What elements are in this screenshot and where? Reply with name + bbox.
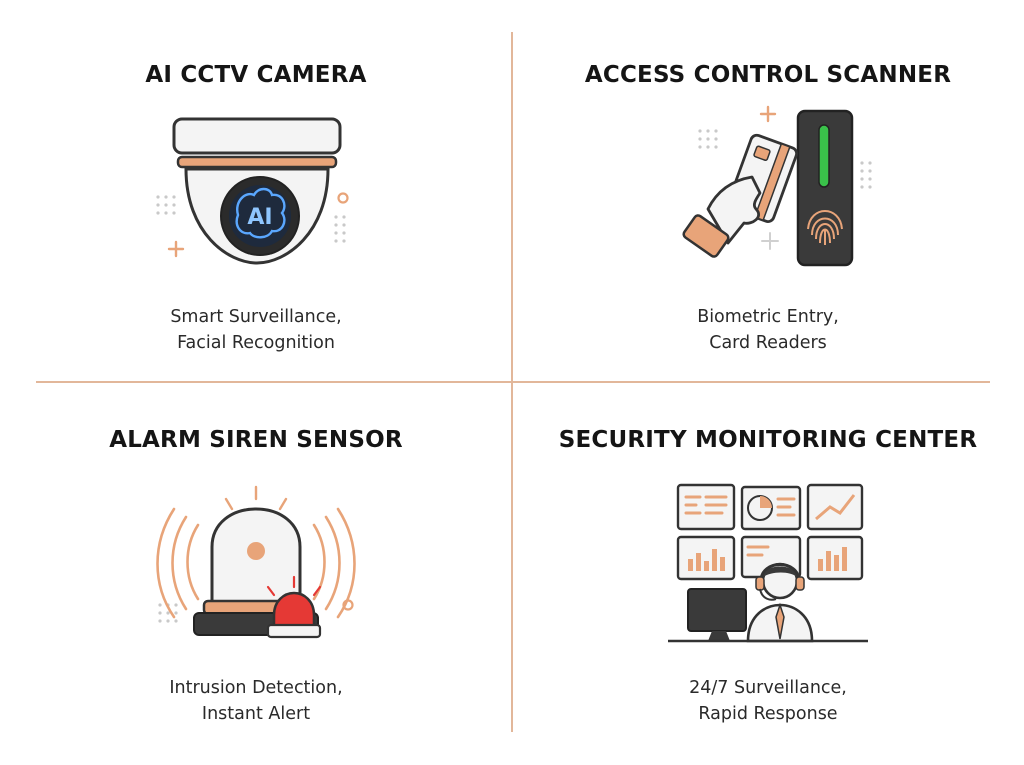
ai-badge: AI (247, 205, 272, 230)
horizontal-divider (36, 381, 990, 383)
panel-access-control-scanner: ACCESS CONTROL SCANNER (528, 10, 1008, 360)
panel-security-monitoring-center: SECURITY MONITORING CENTER (528, 385, 1008, 735)
panel-caption: 24/7 Surveillance, Rapid Response (689, 678, 847, 724)
panel-caption: Biometric Entry, Card Readers (697, 307, 839, 353)
panel-title: ALARM SIREN SENSOR (109, 427, 403, 453)
ai-cctv-camera-icon: AI (136, 105, 376, 285)
panel-title: SECURITY MONITORING CENTER (558, 427, 978, 453)
monitoring-center-icon (648, 477, 888, 657)
panel-caption: Smart Surveillance, Facial Recognition (170, 307, 342, 353)
panel-alarm-siren-sensor: ALARM SIREN SENSOR (16, 385, 496, 735)
panel-caption: Intrusion Detection, Instant Alert (169, 678, 343, 724)
access-control-scanner-icon (648, 105, 888, 285)
panel-title: ACCESS CONTROL SCANNER (584, 62, 952, 88)
alarm-siren-icon (136, 477, 376, 657)
panel-ai-cctv-camera: AI CCTV CAMERA AI Smart Surveillance, (16, 10, 496, 360)
panel-title: AI CCTV CAMERA (145, 62, 367, 88)
